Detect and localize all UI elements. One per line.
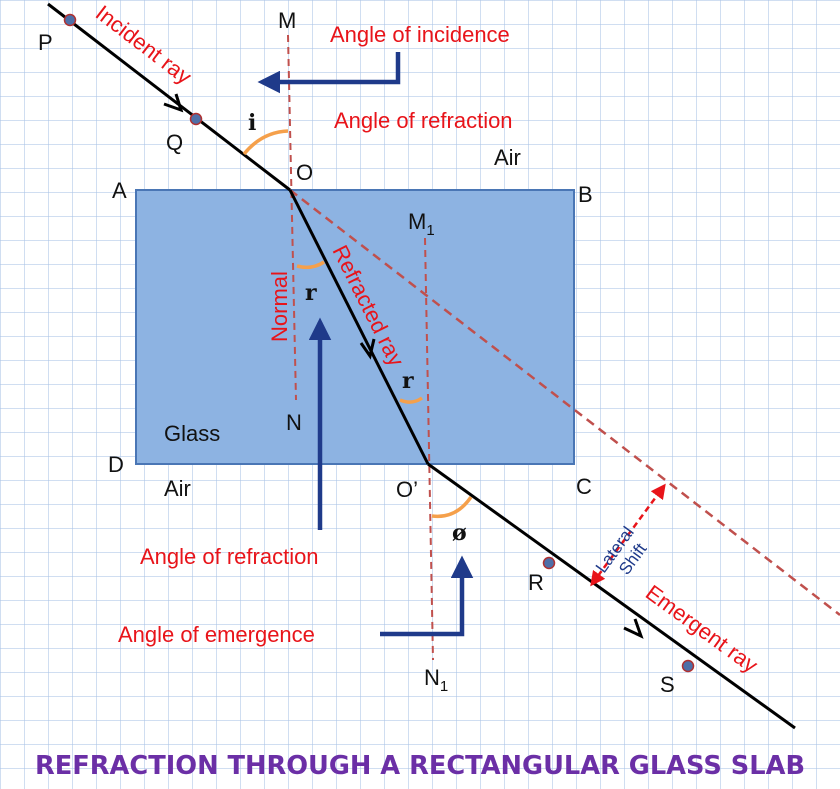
refracted-arrow-icon xyxy=(359,338,376,360)
angle-r2-arc xyxy=(399,396,424,404)
angle-r-symbol: r xyxy=(305,280,317,306)
label-O2: O’ xyxy=(396,477,418,502)
angle-i-symbol: i xyxy=(248,110,256,136)
label-air-top: Air xyxy=(494,145,521,170)
angle-r-arc xyxy=(296,260,325,270)
label-B: B xyxy=(578,182,593,207)
label-C: C xyxy=(576,474,592,499)
extended-incident-ray xyxy=(289,189,840,616)
label-air-bottom: Air xyxy=(164,476,191,501)
label-M1: M1 xyxy=(408,209,435,239)
emergent-ray xyxy=(427,462,796,730)
normal-label: Normal xyxy=(267,271,292,342)
point-Q-dot xyxy=(189,112,203,126)
lateral-shift-label: Lateral Shift xyxy=(592,519,657,588)
angle-of-emergence-label: Angle of emergence xyxy=(118,622,315,647)
label-O: O xyxy=(296,160,313,185)
angle-i-arc xyxy=(242,129,289,156)
normal-at-O2 xyxy=(424,237,434,661)
label-R: R xyxy=(528,570,544,595)
angle-e-arc xyxy=(431,495,473,519)
label-S: S xyxy=(660,672,675,697)
incident-ray xyxy=(47,2,291,192)
label-M: M xyxy=(278,8,296,33)
angle-of-incidence-label: Angle of incidence xyxy=(330,22,510,47)
incidence-callout-arrow xyxy=(257,52,401,94)
angle-of-refraction-top-label: Angle of refraction xyxy=(334,108,513,133)
label-N: N xyxy=(286,410,302,435)
glass-slab xyxy=(135,189,575,465)
point-R-dot xyxy=(542,556,556,570)
page-title: REFRACTION THROUGH A RECTANGULAR GLASS S… xyxy=(35,751,805,781)
label-N1: N1 xyxy=(424,665,448,695)
label-Q: Q xyxy=(166,130,183,155)
refracted-ray xyxy=(288,189,430,465)
label-glass: Glass xyxy=(164,421,220,446)
label-A: A xyxy=(112,178,127,203)
angle-r2-symbol: r xyxy=(402,368,414,394)
emergent-arrow-icon xyxy=(623,618,644,639)
angle-e-symbol: ø xyxy=(452,520,467,546)
point-S-dot xyxy=(681,659,695,673)
emergence-callout-arrow xyxy=(380,555,474,637)
incident-arrow-icon xyxy=(163,93,184,113)
lateral-shift-arrow xyxy=(590,483,666,587)
normal-at-O xyxy=(287,34,297,401)
point-P-dot xyxy=(63,13,77,27)
label-D: D xyxy=(108,452,124,477)
label-P: P xyxy=(38,30,53,55)
angle-of-refraction-bottom-label: Angle of refraction xyxy=(140,544,319,569)
